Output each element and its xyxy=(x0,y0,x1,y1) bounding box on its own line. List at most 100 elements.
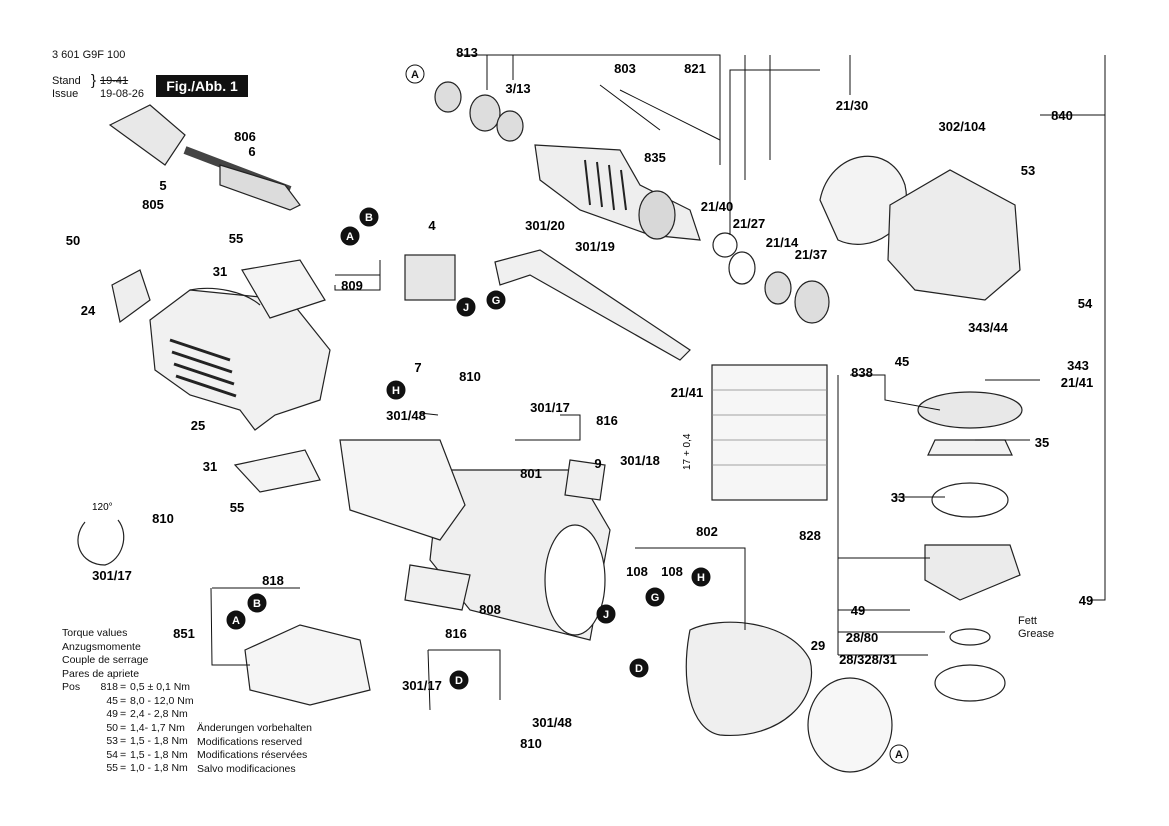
handle-chassis xyxy=(339,439,466,541)
spring-icon xyxy=(77,519,125,566)
part-label: 301/18 xyxy=(620,453,660,468)
torque-title: Torque values xyxy=(62,627,128,639)
callout-letter: A xyxy=(411,69,419,81)
part-label: 21/37 xyxy=(795,247,828,262)
part-label: 840 xyxy=(1051,108,1073,123)
part-label: 21/27 xyxy=(733,216,766,231)
part-label: 343/44 xyxy=(968,320,1009,335)
brace-icon: } xyxy=(91,72,97,89)
part-label: 816 xyxy=(596,413,618,428)
part-label: 301/17 xyxy=(530,400,570,415)
torque-row: 45= 8,0 - 12,0 Nm xyxy=(62,695,193,709)
callout-circle xyxy=(629,658,649,678)
callout-circle xyxy=(247,593,267,613)
part-label: 801 xyxy=(520,466,542,481)
part-label: 301/20 xyxy=(525,218,565,233)
sealing-ring xyxy=(934,664,1006,702)
part-label: 21/41 xyxy=(1061,375,1094,390)
callout-letter: J xyxy=(603,609,609,621)
part-label: 828 xyxy=(799,528,821,543)
part-label: 50 xyxy=(66,233,80,248)
modification-line: Modifications réservées xyxy=(197,749,308,761)
torque-pos: 45 xyxy=(106,694,118,707)
switch-unit xyxy=(404,254,456,301)
callout-letter: H xyxy=(697,572,705,584)
pos-prefix: Pos xyxy=(62,681,81,693)
part-label: 53 xyxy=(1021,163,1035,178)
bearing xyxy=(469,94,501,132)
callout-circle xyxy=(691,567,711,587)
switch-cover-top xyxy=(241,259,326,319)
part-label: 818 xyxy=(262,573,284,588)
modification-line: Salvo modificaciones xyxy=(197,762,296,775)
torque-pos: 49 xyxy=(106,708,118,720)
torque-value: 8,0 - 12,0 Nm xyxy=(130,694,194,707)
callout-circle xyxy=(340,226,360,246)
part-label: 301/48 xyxy=(386,408,426,423)
part-label: 5 xyxy=(159,178,166,193)
callout-circle xyxy=(456,297,476,317)
callout-circle xyxy=(486,290,506,310)
part-label: 108 xyxy=(626,564,648,579)
part-label: 835 xyxy=(644,150,666,165)
part-label: 21/30 xyxy=(836,98,869,113)
bearing xyxy=(764,271,792,305)
part-label: 806 xyxy=(234,129,256,144)
torque-title: Couple de serrage xyxy=(62,654,149,666)
torque-pos: 818 xyxy=(100,681,118,693)
grease-note-line: Grease xyxy=(1018,628,1055,640)
power-plug xyxy=(108,104,186,166)
part-label: 108 xyxy=(661,564,683,579)
label-plate xyxy=(564,459,606,501)
torque-value: 1,4- 1,7 Nm xyxy=(130,721,185,734)
callout-letter: H xyxy=(392,385,400,397)
torque-row: 53= 1,5 - 1,8 Nm xyxy=(62,735,187,749)
figure-badge: Fig./Abb. 1 xyxy=(156,75,248,97)
wheel-guard xyxy=(819,155,907,245)
gear-housing xyxy=(887,169,1021,301)
callout-letter: G xyxy=(492,295,501,307)
torque-pos: 55 xyxy=(106,762,118,774)
o-ring xyxy=(931,482,1009,518)
callout-circle xyxy=(449,670,469,690)
part-label: 3/13 xyxy=(505,81,530,96)
torque-pos: 53 xyxy=(106,735,118,747)
stator xyxy=(685,621,813,736)
torque-row: 55= 1,0 - 1,8 Nm xyxy=(62,762,187,776)
part-label: 808 xyxy=(479,602,501,617)
part-label: 813 xyxy=(456,45,478,60)
torque-title: Anzugsmomente xyxy=(62,640,141,653)
torque-pos: 54 xyxy=(106,748,118,761)
part-label: 301/48 xyxy=(532,715,572,730)
part-label: 301/17 xyxy=(92,568,132,583)
part-label: 838 xyxy=(851,365,873,380)
part-label: 31 xyxy=(203,459,217,474)
rear-cap xyxy=(111,269,151,324)
modifications-note: Änderungen vorbehalten Modifications res… xyxy=(197,722,312,776)
label-plate xyxy=(404,564,471,611)
clamp-flange xyxy=(927,439,1013,456)
part-label: 9 xyxy=(594,456,601,471)
part-label: 810 xyxy=(520,736,542,751)
callout-circle xyxy=(359,207,379,227)
housing-vent-slots xyxy=(169,338,237,398)
part-label: 25 xyxy=(191,418,205,433)
part-label: 4 xyxy=(428,218,436,233)
part-label: 29 xyxy=(811,638,825,653)
part-label: 7 xyxy=(414,360,421,375)
callout-letter: A xyxy=(895,749,903,761)
torque-value: 1,5 - 1,8 Nm xyxy=(130,748,188,761)
part-label: 54 xyxy=(1078,296,1093,311)
bearing-ring xyxy=(728,251,756,285)
part-label: 851 xyxy=(173,626,195,641)
torque-row: 50= 1,4- 1,7 Nm xyxy=(62,722,185,736)
torque-title: Pares de apriete xyxy=(62,667,140,680)
bevel-gear xyxy=(917,391,1023,429)
callout-letter: A xyxy=(346,231,354,243)
issue-value: 19-08-26 xyxy=(100,88,145,100)
part-label: 49 xyxy=(1079,593,1093,608)
callout-letter: G xyxy=(651,592,660,604)
part-label: 301/17 xyxy=(402,678,442,693)
circlip xyxy=(712,232,738,258)
